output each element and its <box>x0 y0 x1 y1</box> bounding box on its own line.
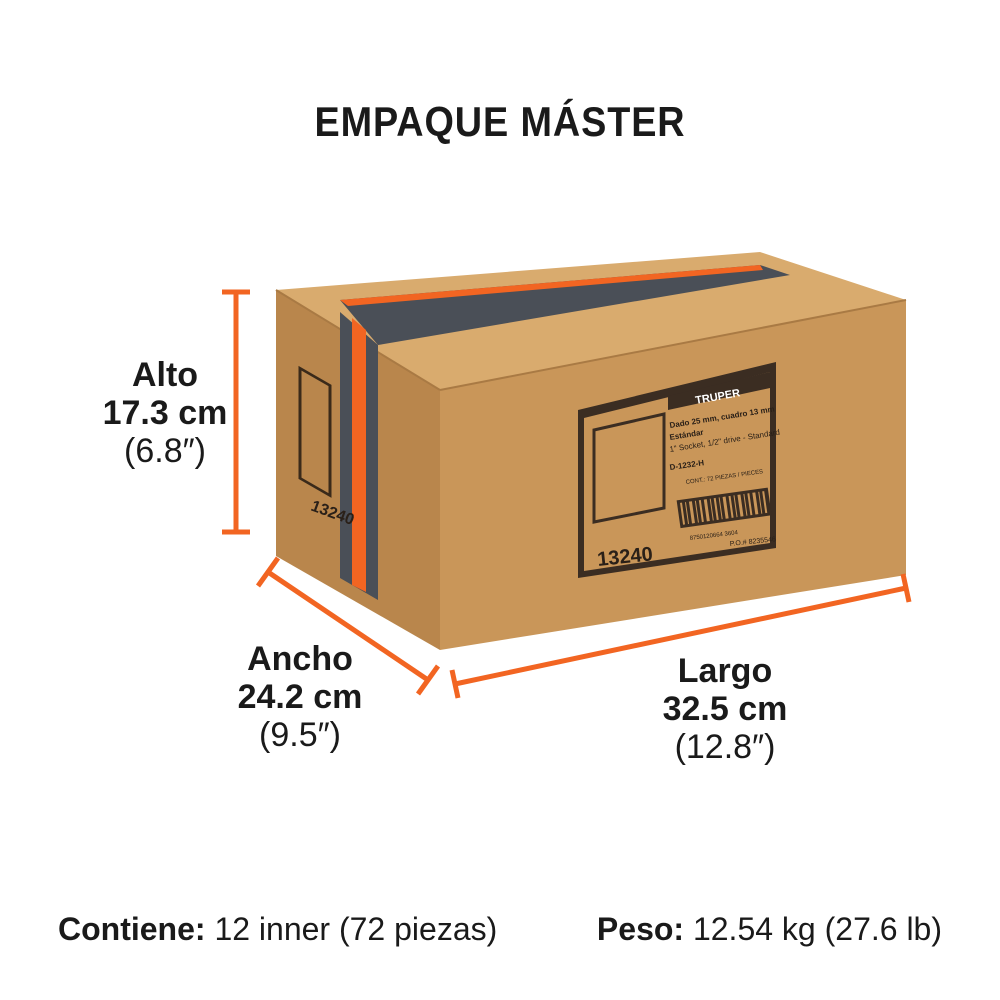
contents-value: 12 inner (72 piezas) <box>214 911 498 947</box>
page-title: EMPAQUE MÁSTER <box>314 98 686 145</box>
length-label: Largo 32.5 cm (12.8″) <box>640 652 810 766</box>
weight-value: 12.54 kg (27.6 lb) <box>692 911 942 947</box>
length-name: Largo <box>677 652 773 690</box>
weight-label: Peso: <box>596 911 685 947</box>
height-marker <box>222 289 250 535</box>
length-imperial: (12.8″) <box>674 728 776 766</box>
contents-label: Contiene: <box>58 911 206 947</box>
box-top-face <box>276 252 906 390</box>
svg-text:P.O.# 8235546: P.O.# 8235546 <box>729 536 776 548</box>
width-metric: 24.2 cm <box>237 678 363 716</box>
width-marker <box>255 556 441 696</box>
height-imperial: (6.8″) <box>124 432 206 470</box>
barcode <box>676 487 772 529</box>
height-metric: 17.3 cm <box>102 394 228 432</box>
height-name: Alto <box>131 356 199 394</box>
width-label: Ancho 24.2 cm (9.5″) <box>225 640 375 754</box>
contents-info: Contiene: 12 inner (72 piezas) <box>58 911 497 948</box>
box-tape <box>340 265 790 345</box>
width-imperial: (9.5″) <box>259 716 341 754</box>
length-marker <box>449 573 912 699</box>
weight-info: Peso: 12.54 kg (27.6 lb) <box>597 911 942 948</box>
length-metric: 32.5 cm <box>662 690 788 728</box>
width-name: Ancho <box>247 640 353 678</box>
height-label: Alto 17.3 cm (6.8″) <box>100 356 230 470</box>
svg-text:8750120664 3604: 8750120664 3604 <box>690 530 739 542</box>
